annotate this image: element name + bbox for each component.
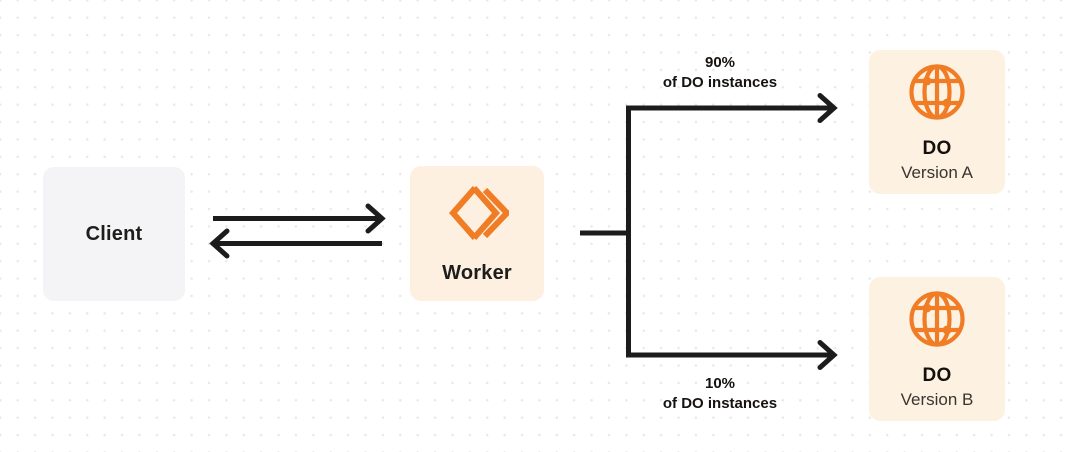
durable-object-globe-icon — [906, 61, 968, 128]
node-do-version-a-label: DO — [922, 138, 952, 159]
node-do-version-b-sublabel: Version B — [900, 390, 974, 409]
edge-client-to-worker — [213, 203, 386, 234]
edge-label-do-a: 90% of DO instances — [595, 53, 845, 93]
edge-label-do-b: 10% of DO instances — [595, 374, 845, 414]
edge-worker-to-do-a — [626, 93, 838, 123]
node-do-version-b: DO Version B — [869, 277, 1005, 421]
edge-worker-split-bus — [580, 105, 631, 358]
edge-label-do-a-percent: 90% — [704, 54, 736, 71]
edge-label-do-b-description: of DO instances — [662, 394, 778, 412]
node-do-version-b-label: DO — [922, 365, 952, 386]
node-worker-label: Worker — [442, 261, 512, 284]
node-client-label: Client — [85, 222, 143, 245]
edge-worker-to-client — [209, 228, 382, 259]
cloudflare-workers-icon — [445, 183, 512, 248]
durable-object-globe-icon — [906, 288, 968, 355]
edge-label-do-a-description: of DO instances — [662, 73, 778, 91]
node-do-version-a-sublabel: Version A — [901, 163, 973, 182]
node-client: Client — [43, 167, 185, 301]
node-worker: Worker — [410, 166, 544, 301]
edge-worker-to-do-b — [626, 340, 838, 370]
edge-label-do-b-percent: 10% — [704, 375, 736, 392]
node-do-version-a: DO Version A — [869, 50, 1005, 194]
